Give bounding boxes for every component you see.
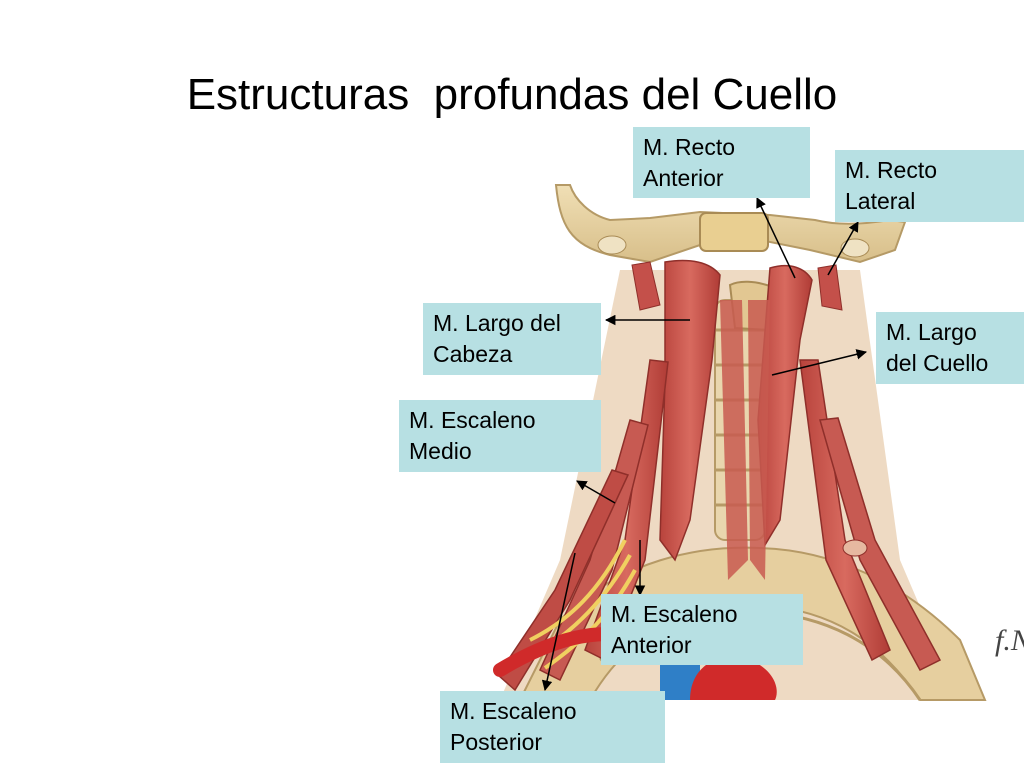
label-largo-cabeza: M. Largo del Cabeza: [423, 303, 601, 375]
label-largo-cuello: M. Largo del Cuello: [876, 312, 1024, 384]
label-escaleno-medio: M. Escaleno Medio: [399, 400, 601, 472]
leader-lines: [541, 197, 868, 692]
label-recto-lateral: M. Recto Lateral: [835, 150, 1024, 222]
leader-escaleno-posterior: [541, 552, 576, 692]
slide-title: Estructuras profundas del Cuello: [186, 70, 838, 119]
skull-base: [554, 184, 907, 264]
label-text-line: M. Recto: [845, 157, 938, 183]
label-text-line: Anterior: [643, 165, 724, 191]
label-recto-anterior: M. Recto Anterior: [633, 127, 810, 198]
label-escaleno-posterior: M. Escaleno Posterior: [440, 691, 665, 763]
label-text-line: M. Escaleno: [409, 407, 536, 433]
label-text-line: M. Largo: [886, 319, 977, 345]
label-text-line: del Cuello: [886, 350, 989, 376]
leader-recto-anterior: [756, 197, 796, 279]
label-text-line: Medio: [409, 438, 472, 464]
label-text-line: M. Escaleno: [611, 601, 738, 627]
label-escaleno-anterior: M. Escaleno Anterior: [601, 594, 803, 665]
label-text-line: M. Escaleno: [450, 698, 577, 724]
leader-largo-cuello: [771, 349, 868, 376]
artist-signature: f.N: [995, 624, 1024, 657]
leader-recto-lateral: [827, 221, 859, 276]
label-text-line: Anterior: [611, 632, 692, 658]
muscles: [497, 259, 942, 692]
label-text-line: M. Largo del: [433, 310, 561, 336]
label-text-line: Cabeza: [433, 341, 513, 367]
label-text-line: M. Recto: [643, 134, 736, 160]
leader-escaleno-medio: [576, 480, 616, 504]
label-text-line: Posterior: [450, 729, 543, 755]
label-text-line: Lateral: [845, 188, 916, 214]
